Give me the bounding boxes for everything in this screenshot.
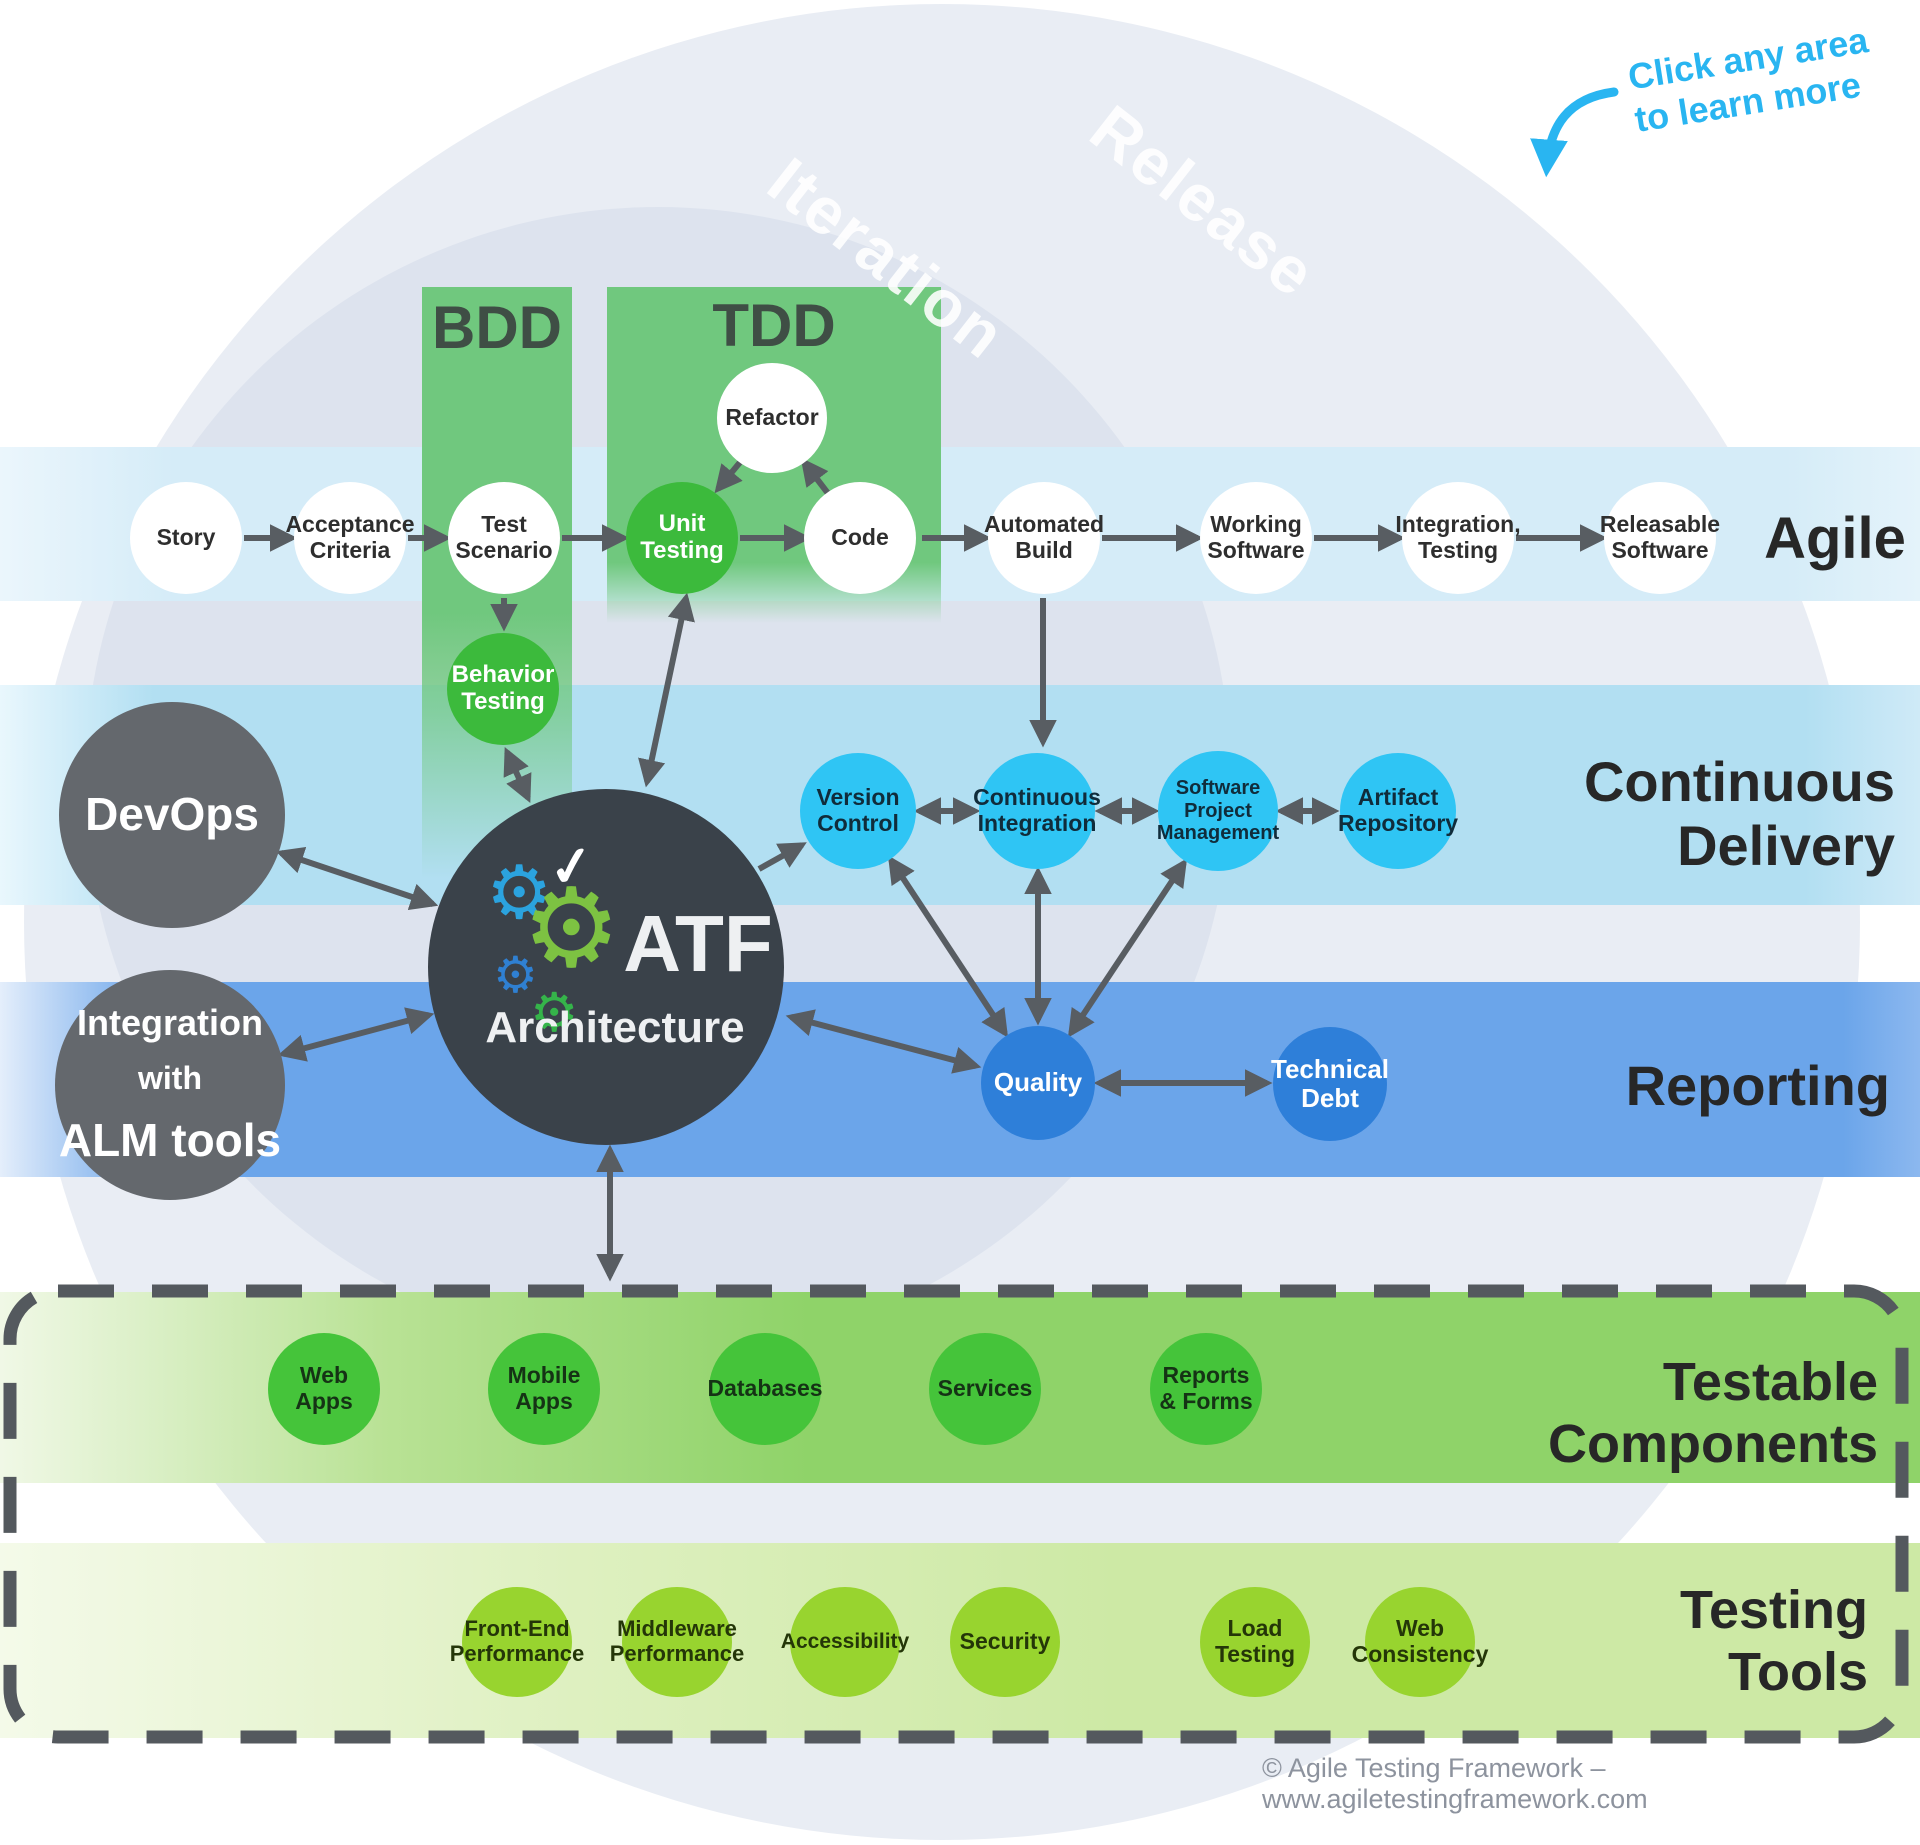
node-devops[interactable]: DevOps <box>59 702 285 928</box>
annotation-note: Click any area to learn more <box>1625 19 1871 141</box>
node-technical-debt[interactable]: Technical Debt <box>1271 1027 1389 1141</box>
testable-components-row-label[interactable]: Testable Components <box>1548 1352 1878 1474</box>
node-load-testing[interactable]: Load Testing <box>1200 1587 1310 1697</box>
node-reports-forms[interactable]: Reports & Forms <box>1150 1333 1262 1445</box>
node-web-apps[interactable]: Web Apps <box>268 1333 380 1445</box>
node-behavior-testing[interactable]: Behavior Testing <box>447 633 559 745</box>
hand-drawn-arrow-icon <box>1530 87 1619 178</box>
node-working-software[interactable]: Working Software <box>1200 482 1312 594</box>
node-test-scenario[interactable]: Test Scenario <box>448 482 560 594</box>
tdd-label: TDD <box>712 292 836 359</box>
node-unit-testing[interactable]: Unit Testing <box>626 482 738 594</box>
gear-blue-small-icon: ⚙ <box>493 947 538 1003</box>
node-middleware-performance[interactable]: Middleware Performance <box>610 1587 744 1697</box>
node-databases[interactable]: Databases <box>707 1333 823 1445</box>
node-software-project-management[interactable]: Software Project Management <box>1157 751 1279 871</box>
node-artifact-repository[interactable]: Artifact Repository <box>1338 753 1458 869</box>
testing-tools-row-label[interactable]: Testing Tools <box>1680 1580 1868 1702</box>
reporting-row-label[interactable]: Reporting <box>1625 1054 1890 1117</box>
atf-title: ATF <box>623 899 773 988</box>
node-story[interactable]: Story <box>130 482 242 594</box>
copyright-note: © Agile Testing Framework – www.agiletes… <box>1262 1753 1648 1814</box>
gear-blue-icon: ⚙ <box>486 851 553 934</box>
node-security[interactable]: Security <box>950 1587 1060 1697</box>
node-automated-build[interactable]: Automated Build <box>984 482 1104 594</box>
node-web-consistency[interactable]: Web Consistency <box>1352 1587 1488 1697</box>
gear-green-icon: ⚙ <box>522 867 621 990</box>
node-atf-architecture[interactable] <box>428 789 784 1145</box>
node-alm-integration[interactable]: Integration with ALM tools <box>55 970 285 1200</box>
node-mobile-apps[interactable]: Mobile Apps <box>488 1333 600 1445</box>
node-services[interactable]: Services <box>929 1333 1041 1445</box>
node-code[interactable]: Code <box>804 482 916 594</box>
node-acceptance-criteria[interactable]: Acceptance Criteria <box>285 482 415 594</box>
gear-green-small-icon: ⚙ <box>530 983 579 1043</box>
node-quality[interactable]: Quality <box>981 1026 1095 1140</box>
checkmark-icon: ✓ <box>545 834 599 900</box>
node-refactor[interactable]: Refactor <box>717 363 827 473</box>
continuous-delivery-row-label[interactable]: Continuous Delivery <box>1583 750 1895 877</box>
node-front-end-performance[interactable]: Front-End Performance <box>450 1587 584 1697</box>
node-accessibility[interactable]: Accessibility <box>781 1587 909 1697</box>
node-version-control[interactable]: Version Control <box>800 753 916 869</box>
node-integration-testing[interactable]: Integration, Testing <box>1395 482 1521 594</box>
bdd-label: BDD <box>432 294 562 361</box>
atf-subtitle: Architecture <box>485 1003 745 1052</box>
node-releasable-software[interactable]: Releasable Software <box>1600 482 1720 594</box>
node-continuous-integration[interactable]: Continuous Integration <box>973 753 1101 869</box>
agile-row-label[interactable]: Agile <box>1764 506 1906 571</box>
